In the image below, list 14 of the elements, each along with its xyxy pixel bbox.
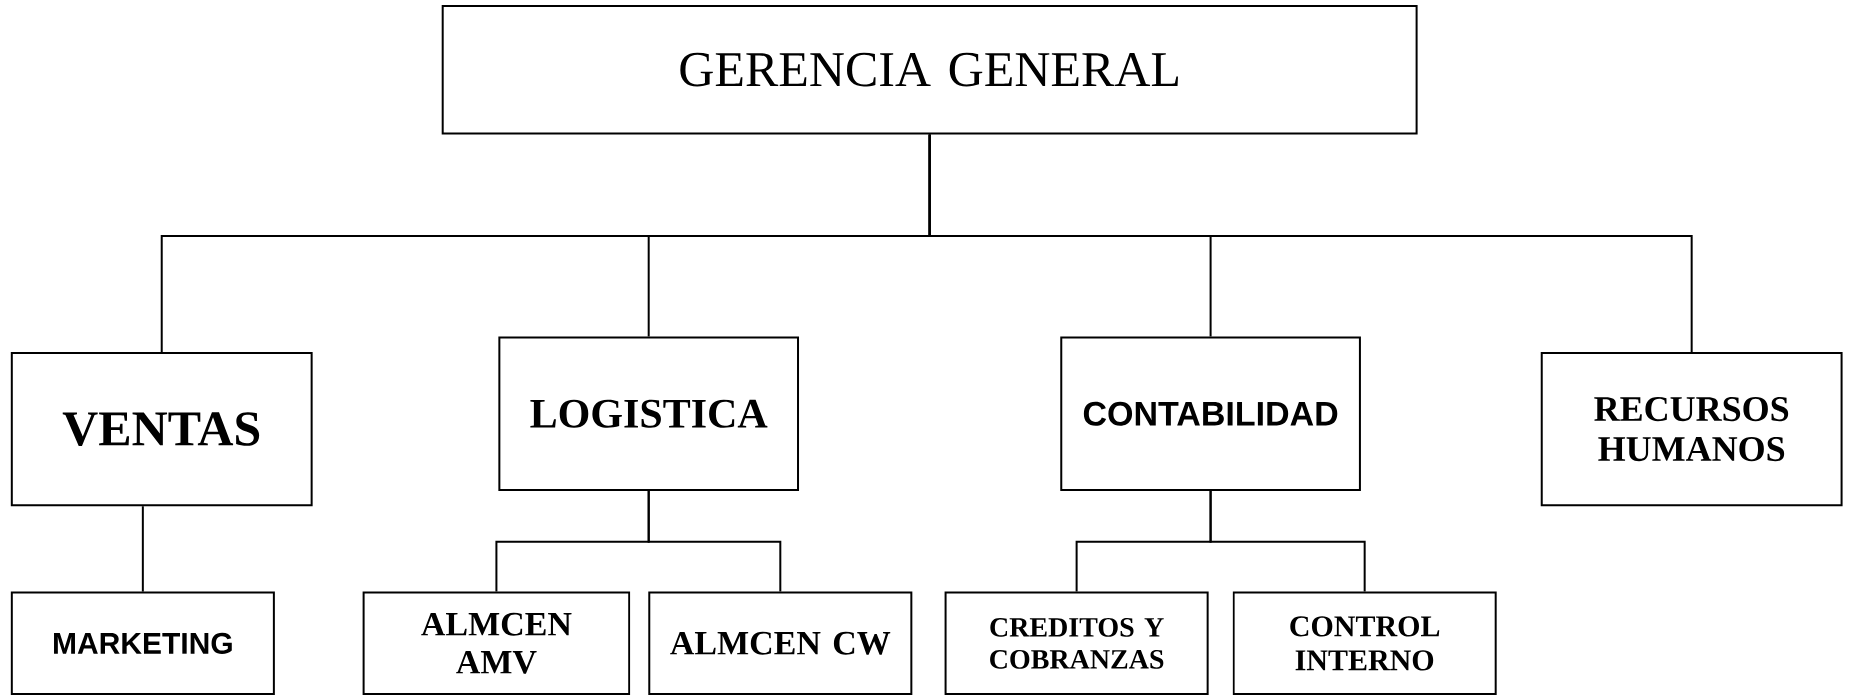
org-box: ALMCEN CW [648, 591, 913, 695]
org-box: VENTAS [10, 351, 313, 507]
org-box: CONTABILIDAD [1060, 336, 1361, 491]
org-box: RECURSOS HUMANOS [1540, 351, 1843, 507]
org-box: CREDITOS Y COBRANZAS [944, 591, 1209, 695]
org-box: MARKETING [10, 591, 275, 695]
org-box: LOGISTICA [498, 336, 799, 491]
connector-line [141, 505, 144, 593]
connector-line [1209, 489, 1366, 593]
org-box: ALMCEN AMV [362, 591, 631, 695]
org-box: CONTROL INTERNO [1232, 591, 1497, 695]
connector-line [647, 489, 782, 593]
connector-line [928, 133, 1693, 353]
org-box: GERENCIA GENERAL [441, 4, 1418, 135]
